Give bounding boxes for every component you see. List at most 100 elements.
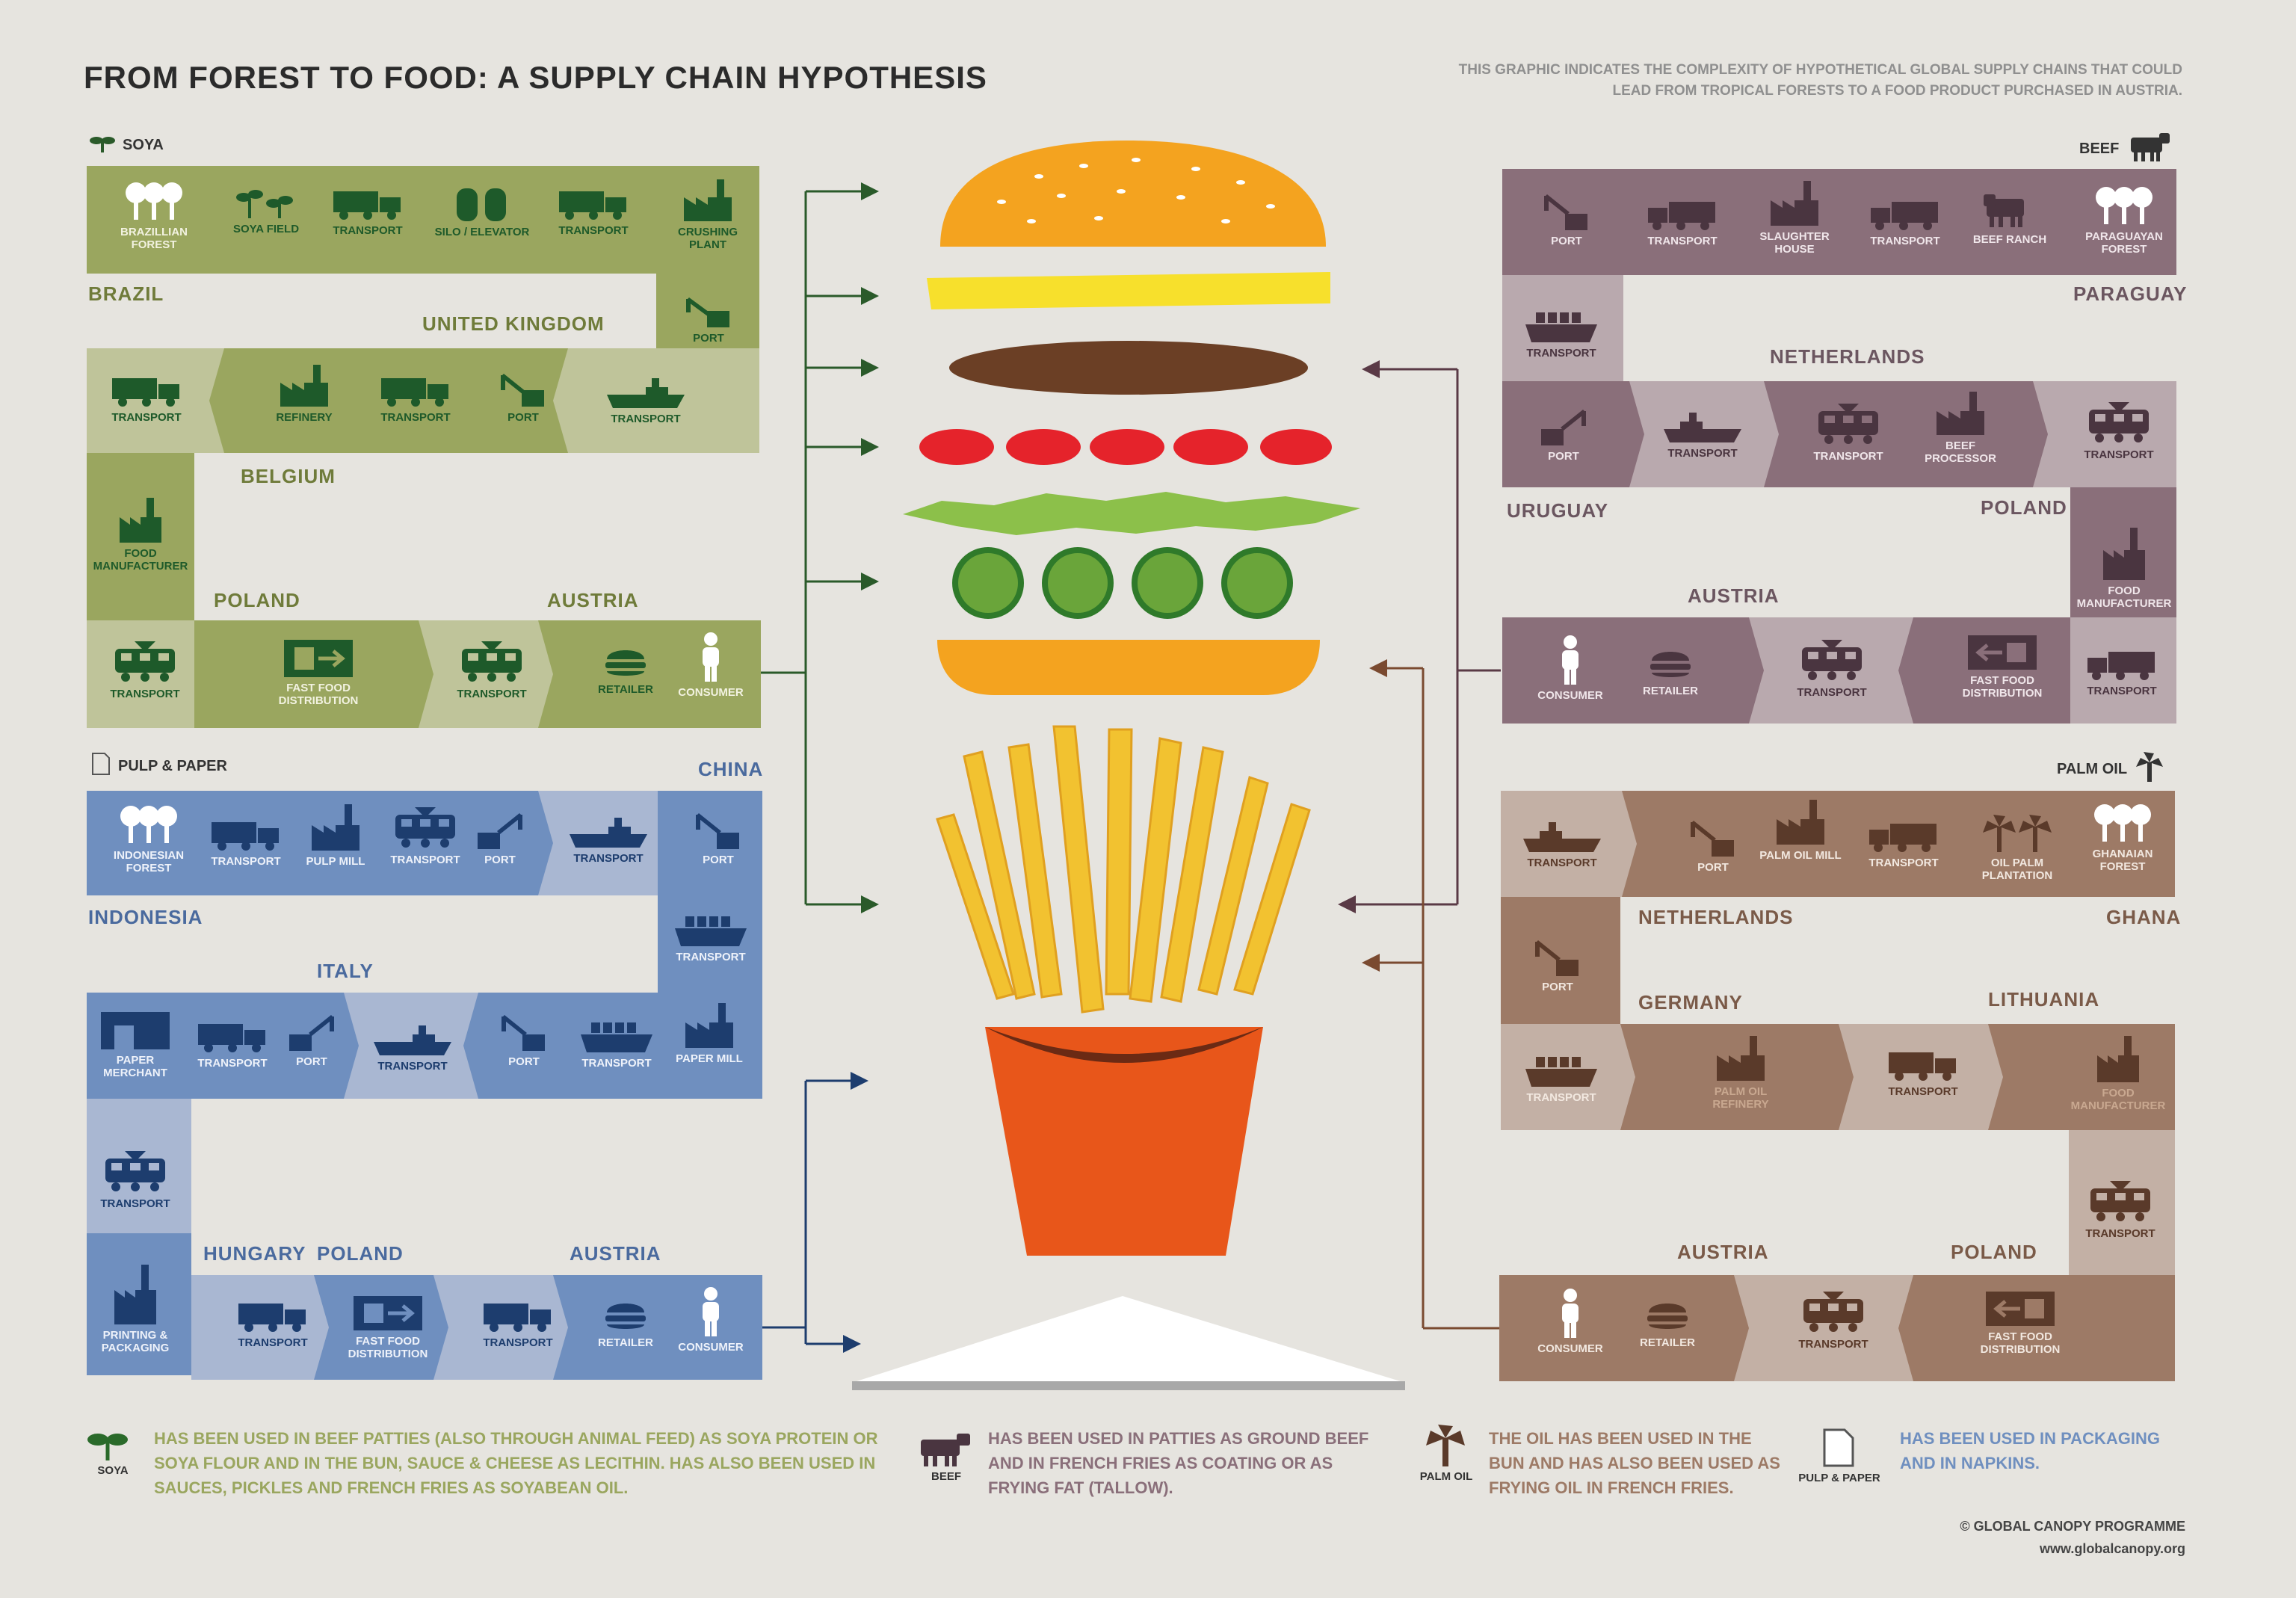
train-icon bbox=[1803, 1292, 1863, 1332]
country-hungary: HUNGARY bbox=[203, 1242, 306, 1265]
factory-icon bbox=[280, 365, 328, 407]
soya-step-transport-5: TRANSPORT bbox=[100, 641, 190, 700]
crane-icon bbox=[1691, 821, 1734, 857]
beef-step-port-2: PORT bbox=[1526, 407, 1601, 463]
burger-icon bbox=[605, 650, 646, 676]
palm-step-transport-4: TRANSPORT bbox=[1792, 1292, 1874, 1351]
factory-icon bbox=[312, 804, 359, 851]
paper-step-ship-2: TRANSPORT bbox=[368, 1025, 457, 1073]
crane-icon bbox=[478, 813, 522, 849]
truck-icon bbox=[238, 1304, 306, 1332]
train-icon bbox=[1802, 640, 1862, 680]
palm-step-food-manufacturer: FOOD MANUFACTURER bbox=[2066, 1036, 2170, 1112]
truck-icon bbox=[1871, 202, 1938, 230]
palm-step-cargo-ship: TRANSPORT bbox=[1520, 1054, 1602, 1104]
warehouse-icon bbox=[101, 1012, 170, 1049]
truck-icon bbox=[2087, 652, 2155, 680]
truck-icon bbox=[381, 378, 448, 407]
credit-line-1: © GLOBAL CANOPY PROGRAMME bbox=[1960, 1519, 2185, 1534]
soya-step-food-manufacturer: FOOD MANUFACTURER bbox=[88, 498, 193, 573]
palm-step-fast-food-dist: FAST FOOD DISTRIBUTION bbox=[1964, 1292, 2076, 1356]
beef-step-transport-5: TRANSPORT bbox=[1791, 640, 1873, 699]
paper-step-transport-1: TRANSPORT bbox=[205, 818, 287, 868]
country-ghana: GHANA bbox=[2106, 906, 2182, 928]
paper-step-port-3: PORT bbox=[278, 1012, 345, 1068]
soya-step-consumer: CONSUMER bbox=[670, 632, 752, 699]
beef-section-label: BEEF bbox=[2079, 132, 2171, 166]
burger-illustration bbox=[903, 141, 1360, 695]
factory-icon bbox=[1717, 1036, 1765, 1081]
burger-icon bbox=[1650, 652, 1691, 677]
country-netherlands-beef: NETHERLANDS bbox=[1770, 345, 1925, 368]
soya-step-transport-2: TRANSPORT bbox=[549, 187, 638, 237]
country-poland-beef: POLAND bbox=[1981, 496, 2067, 519]
soya-step-silo: SILO / ELEVATOR bbox=[426, 182, 538, 238]
palm-step-oil-mill: PALM OIL MILL bbox=[1759, 800, 1842, 862]
footer-paper-key: PULP & PAPER bbox=[1791, 1428, 1888, 1484]
page-subtitle: THIS GRAPHIC INDICATES THE COMPLEXITY OF… bbox=[1458, 62, 2182, 99]
beef-step-transport-ship: TRANSPORT bbox=[1520, 309, 1602, 360]
footer-beef-text: HAS BEEN USED IN PATTIES AS GROUND BEEF … bbox=[988, 1429, 1369, 1497]
soya-step-transport-1: TRANSPORT bbox=[323, 187, 413, 237]
truck-icon bbox=[1889, 1052, 1956, 1081]
cargo-ship-icon bbox=[581, 1022, 652, 1052]
footer-beef-key: BEEF bbox=[916, 1431, 976, 1483]
sprout-icon bbox=[87, 1434, 128, 1460]
soya-section-label: SOYA bbox=[90, 133, 164, 157]
beef-step-transport-6: TRANSPORT bbox=[2081, 647, 2163, 697]
document-icon bbox=[1823, 1428, 1854, 1467]
soya-step-port-right: PORT bbox=[671, 294, 746, 345]
sprout-icon bbox=[236, 190, 293, 218]
paper-step-cargo-ship-2: TRANSPORT bbox=[575, 1019, 658, 1070]
palm-chain-bands bbox=[1499, 791, 2175, 1381]
footer-soya-text: HAS BEEN USED IN BEEF PATTIES (ALSO THRO… bbox=[154, 1429, 878, 1497]
country-uk: UNITED KINGDOM bbox=[422, 312, 605, 335]
beef-step-port: PORT bbox=[1529, 191, 1604, 247]
soya-step-port: PORT bbox=[486, 371, 561, 424]
soya-step-fast-food-dist: FAST FOOD DISTRIBUTION bbox=[266, 640, 371, 707]
paper-step-transport-5: TRANSPORT bbox=[232, 1299, 314, 1349]
palm-step-transport-1: TRANSPORT bbox=[1863, 819, 1945, 869]
soya-step-transport-6: TRANSPORT bbox=[447, 641, 537, 700]
factory-icon bbox=[2097, 1036, 2139, 1082]
paper-step-transport-4: TRANSPORT bbox=[94, 1151, 176, 1210]
distribution-icon bbox=[354, 1296, 422, 1330]
paper-step-consumer: CONSUMER bbox=[670, 1287, 752, 1354]
crane-icon bbox=[1535, 940, 1578, 976]
soya-step-ship: TRANSPORT bbox=[601, 378, 691, 425]
footer-soya-key: SOYA bbox=[87, 1426, 139, 1477]
train-icon bbox=[1818, 404, 1878, 444]
palm-step-transport-ship: TRANSPORT bbox=[1517, 822, 1607, 869]
distribution-icon bbox=[1968, 635, 2037, 670]
truck-icon bbox=[112, 378, 179, 407]
beef-step-transport-2: TRANSPORT bbox=[1864, 197, 1946, 247]
country-paraguay: PARAGUAY bbox=[2073, 283, 2188, 305]
paper-step-transport-6: TRANSPORT bbox=[477, 1299, 559, 1349]
soya-connectors bbox=[761, 190, 867, 906]
soya-step-retailer: RETAILER bbox=[584, 644, 667, 696]
person-icon bbox=[703, 1287, 719, 1336]
country-belgium: BELGIUM bbox=[241, 465, 336, 487]
factory-icon bbox=[120, 498, 161, 543]
truck-icon bbox=[1648, 202, 1715, 230]
paper-step-ship: TRANSPORT bbox=[564, 818, 653, 865]
country-austria-beef: AUSTRIA bbox=[1688, 584, 1780, 607]
ship-icon bbox=[570, 818, 647, 848]
palm-section-label: PALM OIL bbox=[2057, 752, 2164, 786]
soya-step-crushing-plant: CRUSHING PLANT bbox=[664, 179, 752, 251]
cow-icon bbox=[921, 1434, 970, 1466]
cargo-ship-icon bbox=[675, 916, 747, 946]
train-icon bbox=[115, 641, 175, 682]
train-icon bbox=[462, 641, 522, 682]
footer-palm-key: PALM OIL bbox=[1413, 1425, 1480, 1483]
paper-section-label: PULP & PAPER bbox=[91, 752, 227, 780]
soya-step-field: SOYA FIELD bbox=[221, 184, 311, 235]
credit-url: www.globalcanopy.org bbox=[2039, 1541, 2185, 1556]
country-uruguay: URUGUAY bbox=[1507, 499, 1609, 522]
country-poland-paper: POLAND bbox=[317, 1242, 404, 1265]
burger-icon bbox=[1647, 1304, 1688, 1329]
palm-tree-icon bbox=[2135, 752, 2164, 786]
soya-step-transport-3: TRANSPORT bbox=[102, 374, 191, 424]
footer-paper-text: HAS BEEN USED IN PACKAGING AND IN NAPKIN… bbox=[1900, 1429, 2160, 1472]
burger-icon bbox=[605, 1304, 646, 1329]
